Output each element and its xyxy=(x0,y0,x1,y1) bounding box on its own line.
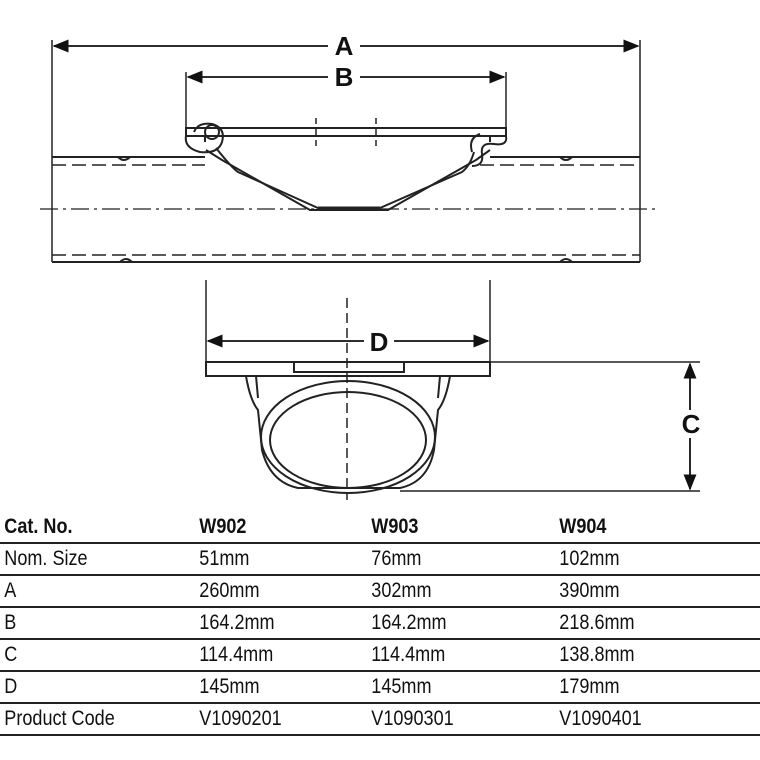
cell-value: 145mm xyxy=(195,671,343,704)
table-row: Product Code V1090201 V1090301 V1090401 xyxy=(0,703,760,736)
row-label: D xyxy=(0,671,168,704)
row-label: Product Code xyxy=(0,703,168,736)
cell-value: V1090301 xyxy=(367,703,529,736)
cell-value: 76mm xyxy=(367,543,529,576)
cell-value: 114.4mm xyxy=(367,639,529,672)
cell-value: 145mm xyxy=(367,671,529,704)
table-row: D 145mm 145mm 179mm xyxy=(0,671,760,704)
header-w903: W903 xyxy=(367,512,529,544)
cell-value: 102mm xyxy=(555,543,732,576)
table-header-row: Cat. No. W902 W903 W904 xyxy=(0,512,760,544)
cell-value: 302mm xyxy=(367,575,529,608)
cell-value: 218.6mm xyxy=(555,607,732,640)
cell-value: 138.8mm xyxy=(555,639,732,672)
dimension-a: A xyxy=(52,31,640,61)
table-row: B 164.2mm 164.2mm 218.6mm xyxy=(0,607,760,640)
table-row: C 114.4mm 114.4mm 138.8mm xyxy=(0,639,760,672)
dimension-c: C xyxy=(676,362,706,491)
row-label: B xyxy=(0,607,168,640)
front-view xyxy=(205,280,700,500)
row-label: C xyxy=(0,639,168,672)
header-w902: W902 xyxy=(195,512,343,544)
cell-value: 179mm xyxy=(555,671,732,704)
cell-value: 260mm xyxy=(195,575,343,608)
cell-value: V1090401 xyxy=(555,703,732,736)
dimension-label-d: D xyxy=(370,327,389,357)
dimension-label-b: B xyxy=(335,62,354,92)
header-w904: W904 xyxy=(555,512,732,544)
cell-value: 164.2mm xyxy=(195,607,343,640)
cell-value: 114.4mm xyxy=(195,639,343,672)
row-label: A xyxy=(0,575,168,608)
table-row: Nom. Size 51mm 76mm 102mm xyxy=(0,543,760,576)
dimension-b: B xyxy=(186,62,506,92)
side-view xyxy=(40,40,655,263)
table-row: A 260mm 302mm 390mm xyxy=(0,575,760,608)
cell-value: 164.2mm xyxy=(367,607,529,640)
cell-value: V1090201 xyxy=(195,703,343,736)
cell-value: 51mm xyxy=(195,543,343,576)
cell-value: 390mm xyxy=(555,575,732,608)
specification-table: Cat. No. W902 W903 W904 Nom. Size 51mm 7… xyxy=(0,512,760,736)
technical-drawing: A B D C xyxy=(40,31,706,500)
row-label: Nom. Size xyxy=(0,543,168,576)
dimension-label-c: C xyxy=(682,409,701,439)
dimension-label-a: A xyxy=(335,31,354,61)
header-cat-no: Cat. No. xyxy=(0,512,168,544)
dimension-d: D xyxy=(206,327,490,357)
